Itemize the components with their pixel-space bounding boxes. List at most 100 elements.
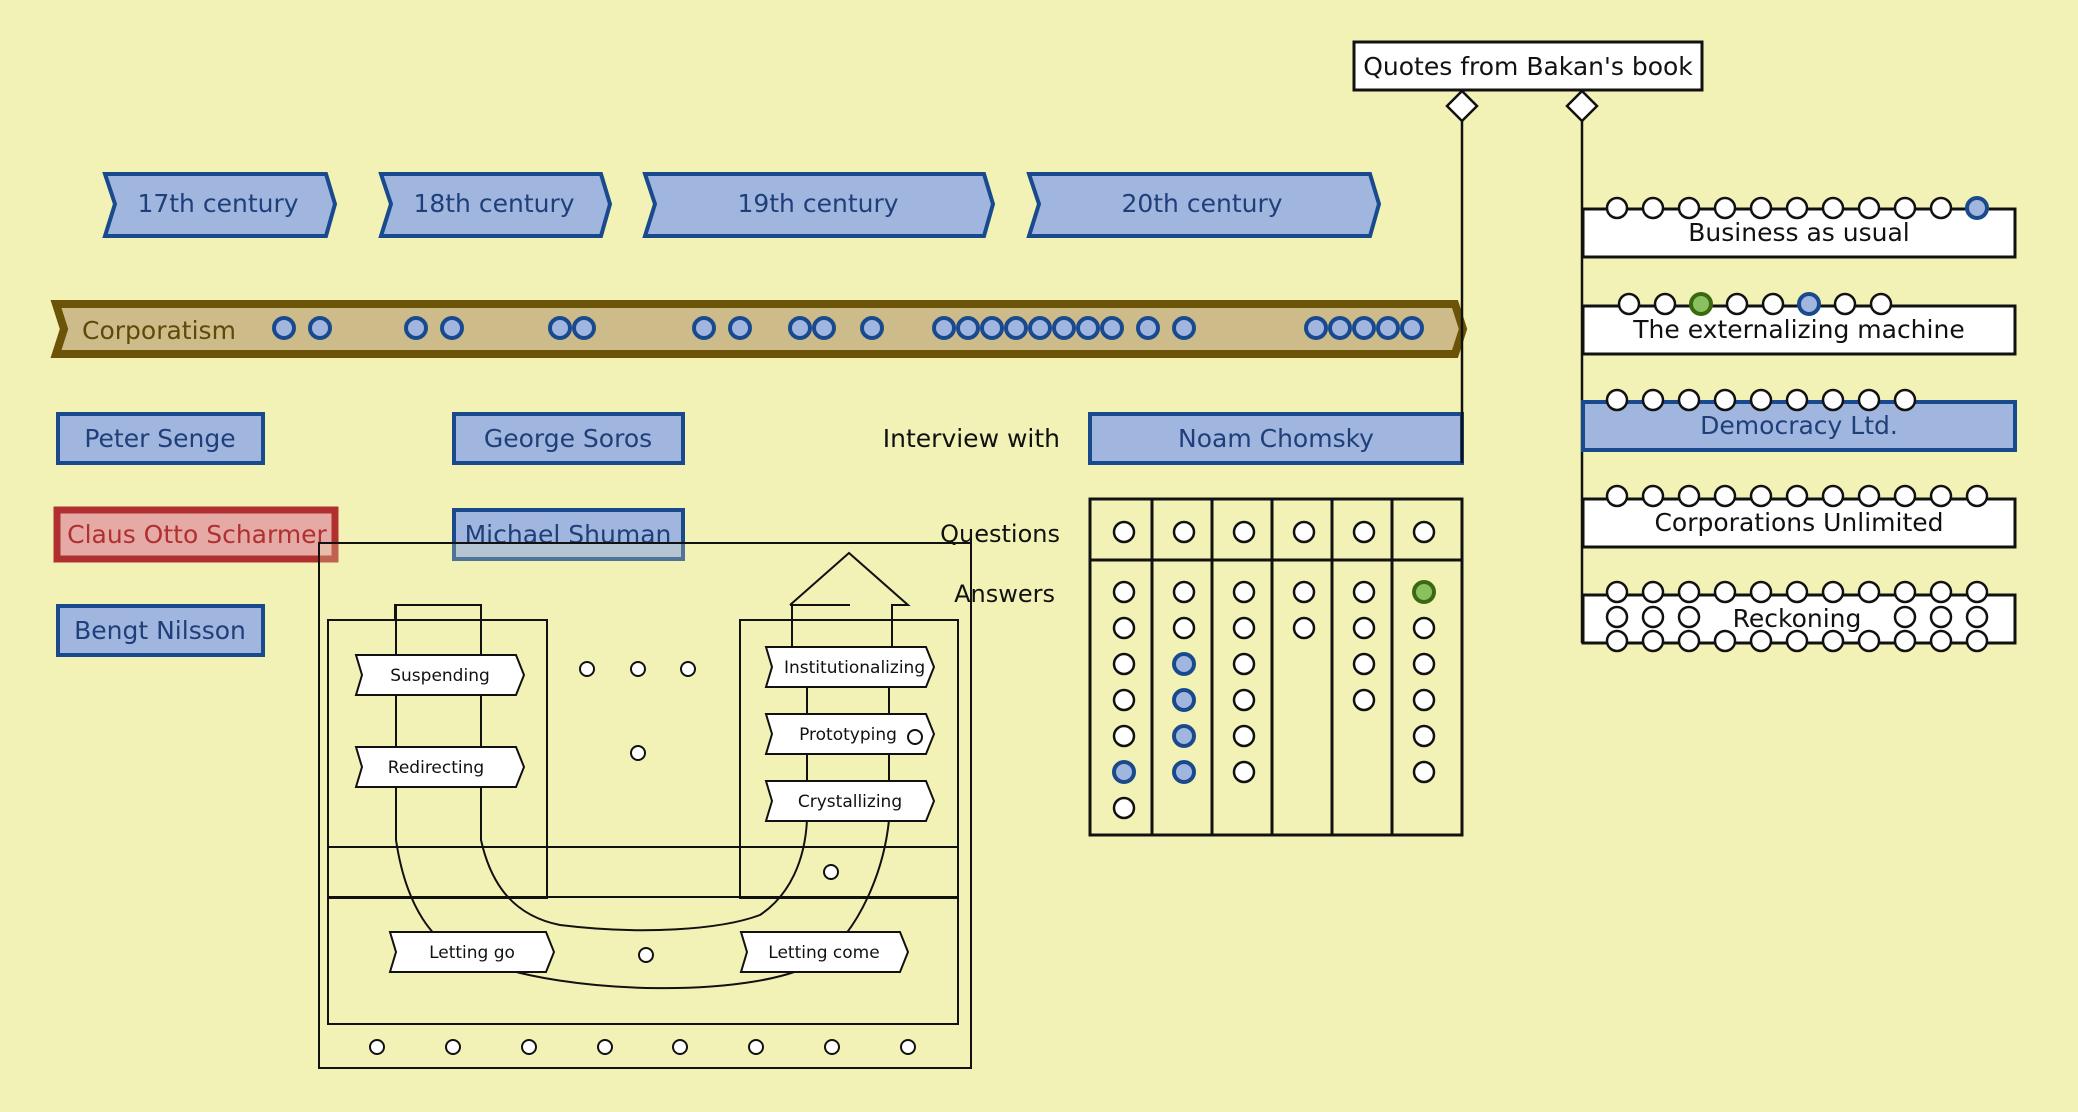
u-dot[interactable] [900,1039,916,1055]
quote-dot[interactable] [1785,580,1809,604]
answer-dot[interactable] [1112,724,1136,748]
quote-dot[interactable] [1857,580,1881,604]
quote-dot[interactable] [1821,580,1845,604]
answer-dot-selected[interactable] [1172,760,1196,784]
answer-dot[interactable] [1112,652,1136,676]
answer-dot[interactable] [1172,580,1196,604]
u-dot[interactable] [672,1039,688,1055]
question-dot[interactable] [1112,520,1136,544]
answer-dot[interactable] [1352,688,1376,712]
quote-dot[interactable] [1605,605,1629,629]
timeline-marker[interactable] [272,316,296,340]
u-dot[interactable] [823,864,839,880]
quote-dot[interactable] [1677,484,1701,508]
timeline-marker[interactable] [1076,316,1100,340]
quote-dot[interactable] [1749,484,1773,508]
answer-dot[interactable] [1292,616,1316,640]
timeline-marker[interactable] [1100,316,1124,340]
quote-dot-highlighted[interactable] [1689,292,1713,316]
u-tag-crystallizing[interactable]: Crystallizing [764,780,936,822]
quote-dot[interactable] [1821,196,1845,220]
u-dot[interactable] [521,1039,537,1055]
quote-dot[interactable] [1833,292,1857,316]
u-dot[interactable] [445,1039,461,1055]
timeline-marker[interactable] [1004,316,1028,340]
quote-dot[interactable] [1677,629,1701,653]
answer-dot-selected[interactable] [1112,760,1136,784]
timeline-marker[interactable] [728,316,752,340]
u-tag-suspending[interactable]: Suspending [354,654,526,696]
person-claus-otto-scharmer[interactable]: Claus Otto Scharmer [53,506,339,563]
quote-dot[interactable] [1713,196,1737,220]
timeline-marker[interactable] [548,316,572,340]
quote-dot[interactable] [1893,605,1917,629]
answer-dot[interactable] [1172,616,1196,640]
quote-dot[interactable] [1965,629,1989,653]
timeline-marker[interactable] [572,316,596,340]
answer-dot[interactable] [1352,580,1376,604]
timeline-marker[interactable] [1304,316,1328,340]
timeline-marker[interactable] [788,316,812,340]
timeline-marker[interactable] [812,316,836,340]
answer-dot[interactable] [1412,724,1436,748]
answer-dot[interactable] [1232,688,1256,712]
quote-dot[interactable] [1605,388,1629,412]
corporatism-timeline[interactable]: Corporatism [50,300,1468,358]
quote-dot[interactable] [1605,196,1629,220]
timeline-marker[interactable] [1400,316,1424,340]
quote-dot[interactable] [1677,605,1701,629]
century-18th[interactable]: 18th century [378,172,613,238]
quote-dot[interactable] [1605,484,1629,508]
person-george-soros[interactable]: George Soros [452,412,685,465]
quote-dot[interactable] [1965,605,1989,629]
timeline-marker[interactable] [1136,316,1160,340]
quote-dot[interactable] [1785,388,1809,412]
question-dot[interactable] [1352,520,1376,544]
quote-dot[interactable] [1749,196,1773,220]
quote-dot[interactable] [1785,196,1809,220]
u-tag-prototyping[interactable]: Prototyping [764,713,936,755]
person-peter-senge[interactable]: Peter Senge [56,412,265,465]
timeline-marker[interactable] [932,316,956,340]
timeline-marker[interactable] [980,316,1004,340]
question-dot[interactable] [1292,520,1316,544]
quote-dot[interactable] [1641,388,1665,412]
answer-dot[interactable] [1412,688,1436,712]
quote-dot[interactable] [1869,292,1893,316]
century-20th[interactable]: 20th century [1026,172,1382,238]
answer-dot[interactable] [1232,760,1256,784]
u-dot[interactable] [630,661,646,677]
quote-dot[interactable] [1893,196,1917,220]
quote-dot[interactable] [1641,605,1665,629]
answer-dot[interactable] [1352,616,1376,640]
timeline-marker[interactable] [692,316,716,340]
quote-dot[interactable] [1929,484,1953,508]
quote-dot[interactable] [1929,580,1953,604]
u-dot[interactable] [579,661,595,677]
quote-dot[interactable] [1821,629,1845,653]
interview-noam-chomsky[interactable]: Noam Chomsky [1088,412,1464,465]
u-tag-institutionalizing[interactable]: Institutionalizing [764,646,936,688]
answer-dot[interactable] [1112,796,1136,820]
timeline-marker[interactable] [1052,316,1076,340]
person-michael-shuman[interactable]: Michael Shuman [452,508,685,561]
quote-dot[interactable] [1653,292,1677,316]
quote-dot[interactable] [1641,580,1665,604]
quotes-title-node[interactable]: Quotes from Bakan's book [1352,40,1704,92]
answer-dot[interactable] [1232,580,1256,604]
quote-dot[interactable] [1929,629,1953,653]
quote-dot[interactable] [1857,196,1881,220]
timeline-marker[interactable] [1352,316,1376,340]
quote-dot[interactable] [1893,388,1917,412]
answer-dot[interactable] [1352,652,1376,676]
answer-dot[interactable] [1292,580,1316,604]
quote-dot[interactable] [1965,484,1989,508]
answer-dot-selected[interactable] [1172,724,1196,748]
quote-dot[interactable] [1713,629,1737,653]
timeline-marker[interactable] [1328,316,1352,340]
quote-dot[interactable] [1785,629,1809,653]
u-dot[interactable] [748,1039,764,1055]
quote-dot[interactable] [1893,580,1917,604]
quote-dot[interactable] [1749,580,1773,604]
timeline-marker[interactable] [860,316,884,340]
